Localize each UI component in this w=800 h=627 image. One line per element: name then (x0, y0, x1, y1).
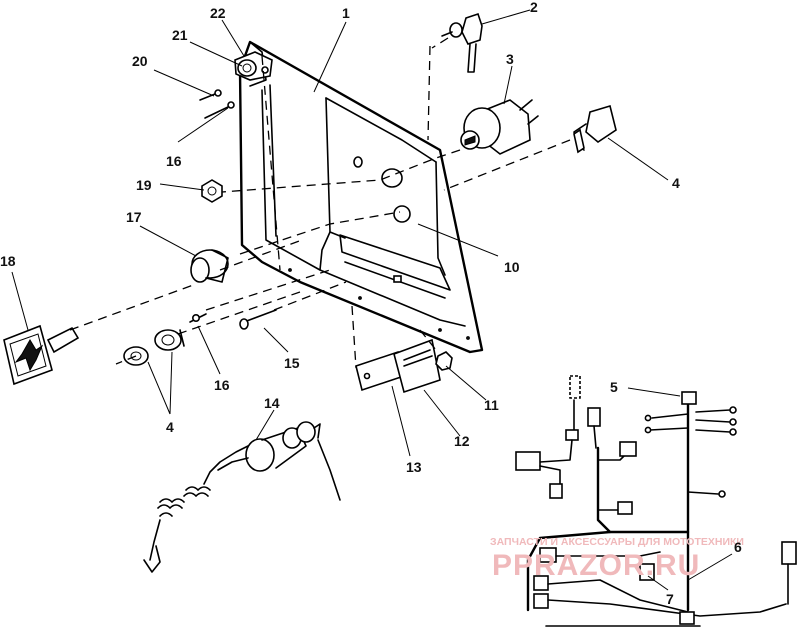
callout-7: 7 (666, 591, 674, 607)
hex-nut (201, 179, 223, 203)
callout-13: 13 (406, 459, 422, 475)
panel-bracket (199, 51, 273, 119)
callout-19: 19 (136, 177, 152, 193)
watermark: ЗАПЧАСТИ И АКСЕССУАРЫ ДЛЯ МОТОТЕХНИКИ PP… (490, 536, 744, 582)
wiring-harness (515, 375, 797, 627)
callout-4-right: 4 (672, 175, 680, 191)
callout-4-left: 4 (166, 419, 174, 435)
ignition-switch (460, 99, 539, 155)
callout-16-bottom: 16 (214, 377, 230, 393)
callout-20: 20 (132, 53, 148, 69)
callout-15: 15 (284, 355, 300, 371)
callout-22: 22 (210, 5, 226, 21)
lock-washers (123, 329, 185, 366)
dash-panel (238, 40, 484, 354)
callout-18: 18 (0, 253, 16, 269)
mounting-bracket (355, 338, 453, 394)
callout-16-top: 16 (166, 153, 182, 169)
leader-lines (11, 9, 733, 591)
tether-kill-switch (143, 421, 341, 573)
screws (189, 309, 277, 330)
watermark-line1: ЗАПЧАСТИ И АКСЕССУАРЫ ДЛЯ МОТОТЕХНИКИ (490, 536, 744, 548)
watermark-line2: PPRAZOR.RU (492, 549, 700, 582)
callout-5: 5 (610, 379, 618, 395)
center-lines (69, 37, 571, 369)
callout-17: 17 (126, 209, 142, 225)
callout-6: 6 (734, 539, 742, 555)
toggle-switch (441, 12, 483, 73)
callout-11: 11 (484, 397, 499, 413)
callout-10: 10 (504, 259, 520, 275)
bezel-nut (190, 249, 229, 283)
callout-1: 1 (342, 5, 350, 21)
callout-14: 14 (264, 395, 280, 411)
callout-21: 21 (172, 27, 188, 43)
callout-labels: 1 2 3 4 22 21 20 16 19 17 18 10 11 12 13… (0, 0, 742, 607)
callout-3: 3 (506, 51, 514, 67)
callout-2: 2 (530, 0, 538, 15)
callout-12: 12 (454, 433, 470, 449)
rocker-switch (573, 104, 617, 154)
ignition-key (3, 324, 80, 386)
